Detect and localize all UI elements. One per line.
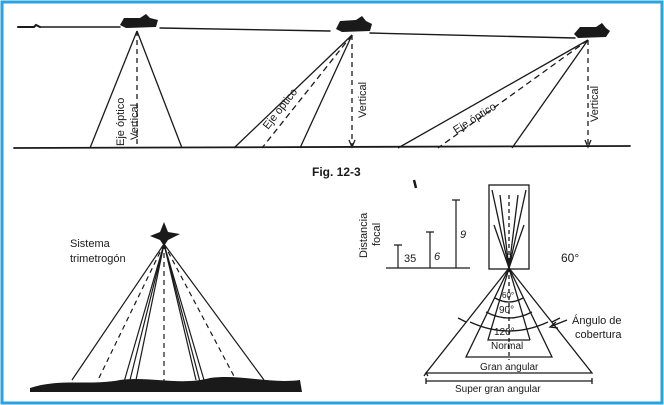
small-aircraft-icon [17,23,41,28]
angle-60-outside-label: 60° [561,251,579,265]
super-gran-angular-bracket [425,378,593,384]
distancia-focal-label-line2: focal [371,223,383,246]
trimetrogon-label-line2: trimetrogón [70,253,126,265]
cone-normal-right [508,267,531,341]
top-panel [13,23,631,149]
camera-lens-lines-outer [491,189,527,269]
distancia-focal-label-line1: Distancia [358,212,370,258]
aircraft-3-icon [574,23,610,38]
angle-90-label: 90° [499,305,514,316]
angle-120-label: 120° [494,327,515,338]
cone-2-edges [233,34,353,149]
smudge-mark [412,179,418,189]
cone-super-gran-angular-label: Super gran angular [455,384,541,395]
cone-super-gran-angular [424,266,594,374]
trimetrogon-axis-right [163,243,237,381]
arc-60 [494,297,524,303]
cone-3-axis [437,39,589,149]
cobertura-arrow-icon [548,321,559,329]
cobertura-label-line1: Ángulo de [572,314,622,327]
vertical-3-arrow-icon [584,139,592,149]
cone-1 [89,30,183,149]
focal-bar-35 [394,244,402,268]
cone-1-edges [89,30,183,149]
cone-normal-sides [487,267,530,341]
angle-60-inner-label: 60° [502,291,514,300]
figure-caption: Fig. 12-3 [312,165,361,179]
cone-3-edges [397,39,589,149]
terrain-ground [30,377,302,392]
cone-2-axis [261,34,353,149]
trimetrogon-inner-right [163,243,205,381]
vertical-label-1: Vertical [129,104,141,140]
cobertura-leader [551,319,568,327]
vertical-label-2: Vertical [357,82,369,118]
cone-3 [397,39,592,149]
flight-line [39,26,576,39]
cone-normal-label: Normal [491,341,523,352]
focal-value-6: 6 [434,251,441,263]
trimetrogon-edges [71,243,265,383]
cone-super-tip-icon [423,371,429,377]
eje-optico-label-1: Eje óptico [115,98,127,146]
trimetrogon-axis-left [97,243,165,381]
focal-value-9: 9 [460,229,466,241]
cobertura-label-line2: cobertura [575,329,622,341]
arc-120 [469,321,549,332]
trimetrogon-cones [71,243,265,383]
arc-90 [485,311,533,319]
trimetrogon-inner-left [129,243,165,381]
cone-2 [233,34,356,149]
ground-line [13,145,631,149]
focal-bar-6 [426,231,434,268]
coverage-cones [424,266,594,384]
cone-gran-angular-label: Gran angular [480,362,539,373]
focal-bars [386,199,470,269]
camera-body [488,184,530,270]
arc-120-ticks [457,317,561,323]
focal-bar-9 [452,199,460,268]
eje-optico-label-3: Eje óptico [451,101,498,137]
vertical-label-3: Vertical [589,86,601,122]
aircraft-1-icon [120,14,158,28]
vertical-2-arrow-icon [348,139,356,149]
trimetrogon-label-line1: Sistema [70,238,111,250]
trimetrogon-aircraft-icon [150,222,180,246]
focal-value-35: 35 [404,253,416,265]
aircraft-2-icon [336,16,372,32]
